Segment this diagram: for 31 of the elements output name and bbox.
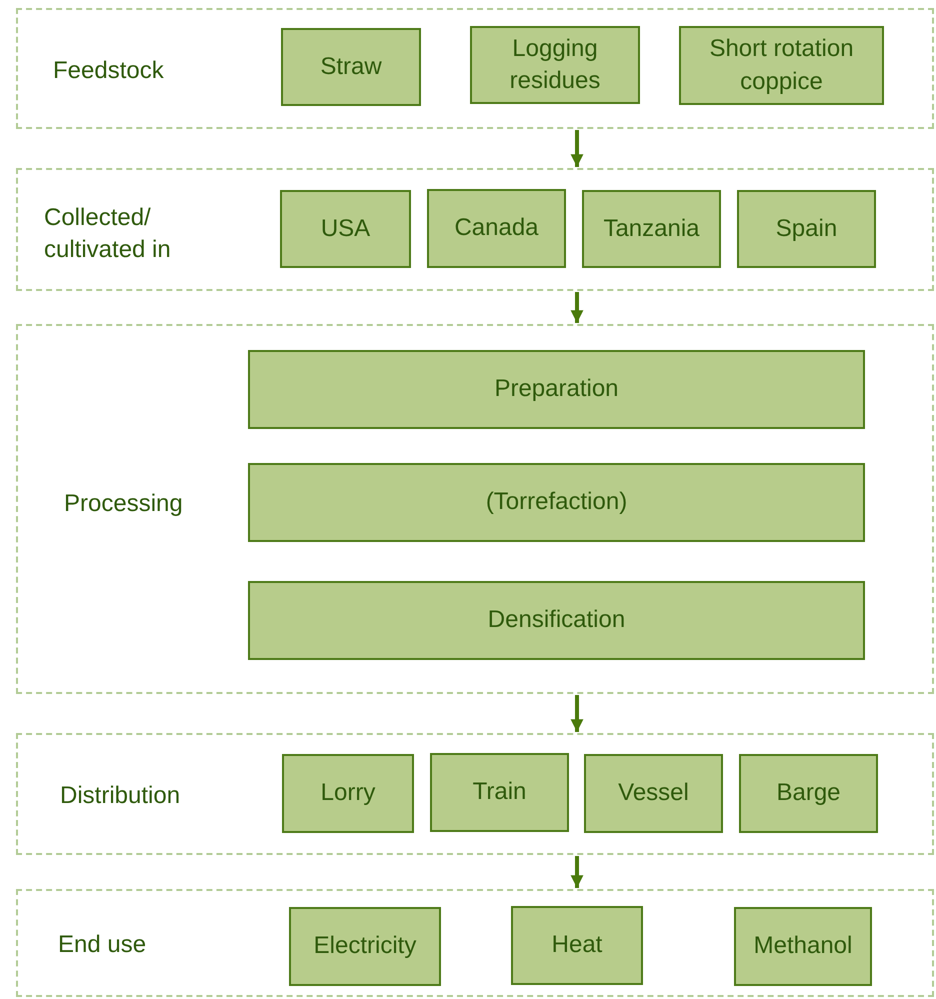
arrow [570,856,584,888]
item-box: Spain [737,190,876,268]
stage-heading: Feedstock [53,56,165,86]
stage-heading: End use [58,930,148,960]
item-box: Lorry [282,754,414,833]
item-box: Logging residues [470,26,640,104]
arrow [570,292,584,323]
stage-band [16,168,934,291]
item-box: (Torrefaction) [248,463,865,542]
stage-heading: Distribution [60,781,182,811]
item-box: Barge [739,754,878,833]
item-box: USA [280,190,411,268]
arrow [570,130,584,167]
item-box: Short rotation coppice [679,26,884,105]
item-box: Canada [427,189,566,268]
stage-band [16,324,934,694]
item-box: Electricity [289,907,441,986]
item-box: Train [430,753,569,832]
item-box: Vessel [584,754,723,833]
item-box: Preparation [248,350,865,429]
item-box: Straw [281,28,421,106]
item-box: Heat [511,906,643,985]
item-box: Densification [248,581,865,660]
item-box: Methanol [734,907,872,986]
stage-heading: Collected/ cultivated in [44,203,172,266]
stage-band [16,8,934,129]
stage-band [16,889,934,997]
item-box: Tanzania [582,190,721,268]
arrow [570,695,584,732]
stage-heading: Processing [64,489,184,519]
stage-band [16,733,934,855]
